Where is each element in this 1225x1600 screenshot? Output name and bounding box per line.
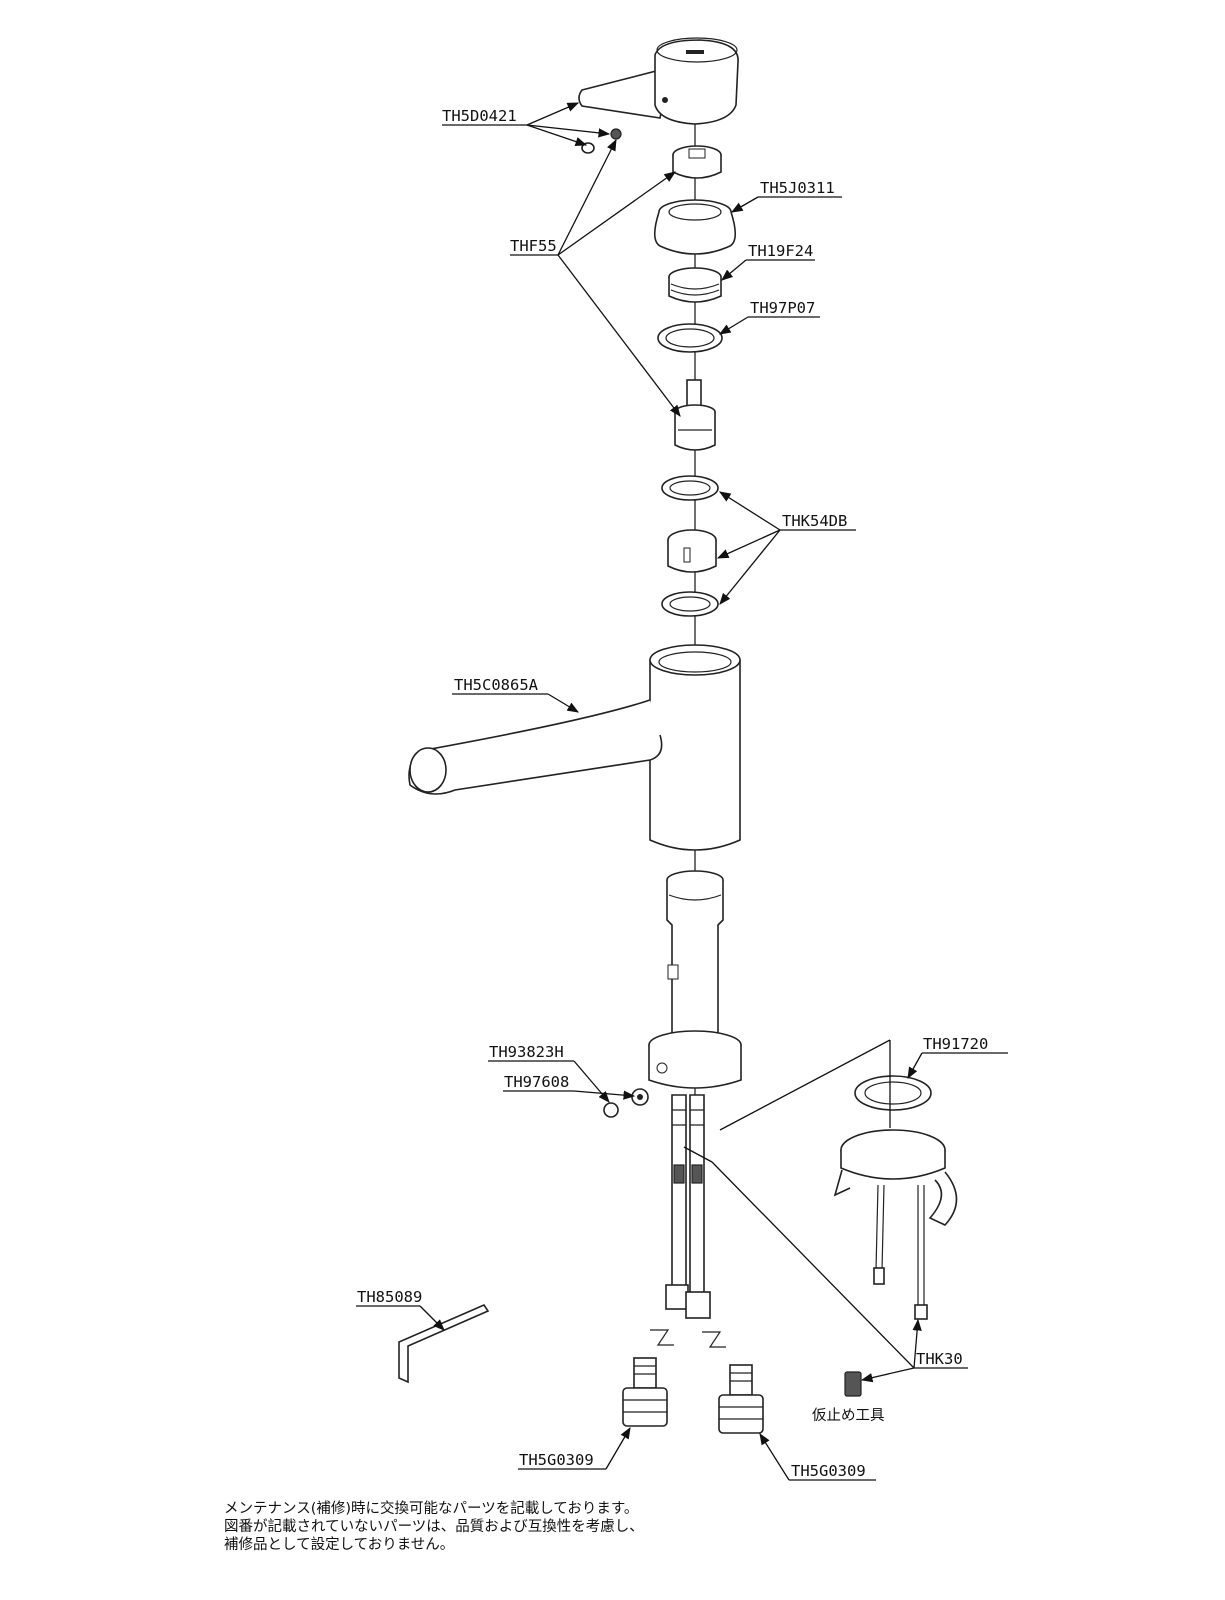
note-line: メンテナンス(補修)時に交換可能なパーツを記載しております。 bbox=[224, 1501, 639, 1517]
ring bbox=[657, 323, 723, 353]
label-wrench: TH85089 bbox=[357, 1288, 422, 1306]
hoses bbox=[650, 1094, 726, 1348]
label-cap: TH97608 bbox=[504, 1073, 569, 1091]
label-valve-left: TH5G0309 bbox=[519, 1451, 594, 1469]
angle-valve-left bbox=[622, 1357, 668, 1427]
label-temporary-tool: 仮止め工具 bbox=[812, 1407, 885, 1424]
label-mount-kit: THK30 bbox=[916, 1350, 963, 1368]
gasket bbox=[854, 1075, 932, 1111]
label-cover: TH5J0311 bbox=[760, 179, 835, 197]
seal-set bbox=[661, 475, 719, 617]
cartridge-top bbox=[672, 145, 722, 179]
label-seal-set: THK54DB bbox=[782, 512, 847, 530]
cover-cap bbox=[653, 199, 737, 255]
note-line: 図番が記載されていないパーツは、品質および互換性を考慮し、 bbox=[224, 1519, 644, 1535]
hex-wrench bbox=[398, 1303, 490, 1384]
screw-and-cap bbox=[603, 1088, 649, 1118]
label-nut: TH19F24 bbox=[748, 242, 813, 260]
label-gasket: TH91720 bbox=[923, 1035, 988, 1053]
label-body: TH5C0865A bbox=[454, 676, 539, 694]
label-cartridge-parts: THF55 bbox=[510, 237, 557, 255]
label-ring: TH97P07 bbox=[750, 299, 815, 317]
label-valve-right: TH5G0309 bbox=[791, 1462, 866, 1480]
angle-valve-right bbox=[718, 1364, 764, 1434]
nut bbox=[668, 267, 722, 303]
maintenance-notes: メンテナンス(補修)時に交換可能なパーツを記載しております。 図番が記載されてい… bbox=[224, 1500, 924, 1554]
mounting-bracket bbox=[833, 1129, 958, 1320]
shank bbox=[648, 870, 742, 1089]
note-line: 補修品として設定しておりません。 bbox=[224, 1537, 455, 1553]
temporary-fixing-tool bbox=[844, 1371, 862, 1397]
handle-lever bbox=[578, 37, 739, 125]
label-handle: TH5D0421 bbox=[442, 107, 517, 125]
faucet-body bbox=[408, 644, 741, 851]
leader-lines bbox=[356, 102, 1008, 1481]
cartridge bbox=[674, 379, 716, 451]
label-screw: TH93823H bbox=[489, 1043, 564, 1061]
